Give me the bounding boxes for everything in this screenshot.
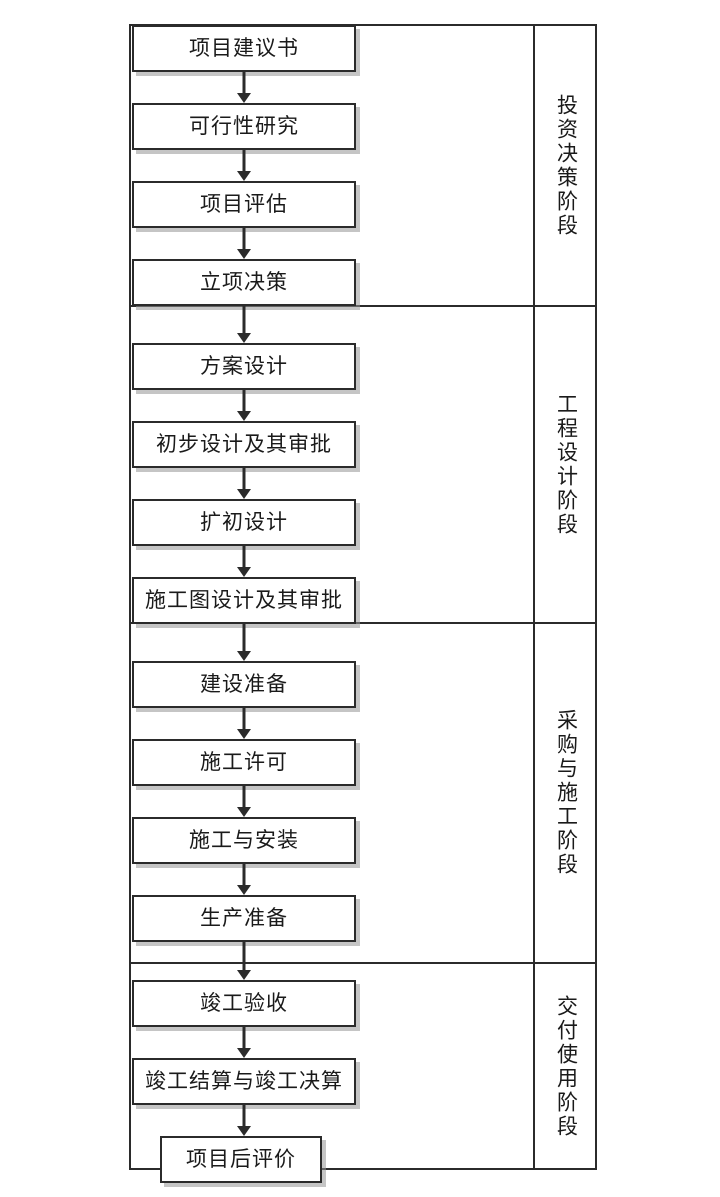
flow-node-label: 竣工结算与竣工决算 bbox=[145, 1069, 343, 1093]
flow-node-label: 建设准备 bbox=[200, 672, 288, 696]
flow-node-n10[interactable]: 施工许可 bbox=[132, 739, 356, 786]
phase-divider-3 bbox=[129, 962, 597, 964]
arrow-n11-to-n12 bbox=[237, 864, 251, 895]
flow-node-n5[interactable]: 方案设计 bbox=[132, 343, 356, 390]
flow-node-label: 方案设计 bbox=[200, 354, 288, 378]
arrow-n9-to-n10 bbox=[237, 708, 251, 739]
arrow-n5-to-n6 bbox=[237, 390, 251, 421]
flow-node-label: 初步设计及其审批 bbox=[156, 432, 332, 456]
phase-divider-1 bbox=[129, 305, 597, 307]
flow-node-n13[interactable]: 竣工验收 bbox=[132, 980, 356, 1027]
flow-node-label: 施工许可 bbox=[200, 750, 288, 774]
flow-node-n9[interactable]: 建设准备 bbox=[132, 661, 356, 708]
flow-node-label: 施工图设计及其审批 bbox=[145, 588, 343, 612]
arrow-n8-to-n9 bbox=[237, 624, 251, 661]
flow-node-n12[interactable]: 生产准备 bbox=[132, 895, 356, 942]
flow-node-n7[interactable]: 扩初设计 bbox=[132, 499, 356, 546]
arrow-n14-to-n15 bbox=[237, 1105, 251, 1136]
flow-node-n14[interactable]: 竣工结算与竣工决算 bbox=[132, 1058, 356, 1105]
arrow-n2-to-n3 bbox=[237, 150, 251, 181]
flow-node-label: 项目建议书 bbox=[189, 36, 299, 60]
flow-node-n1[interactable]: 项目建议书 bbox=[132, 25, 356, 72]
phase-divider-2 bbox=[129, 622, 597, 624]
flow-node-n6[interactable]: 初步设计及其审批 bbox=[132, 421, 356, 468]
arrow-n7-to-n8 bbox=[237, 546, 251, 577]
flow-node-n8[interactable]: 施工图设计及其审批 bbox=[132, 577, 356, 624]
flow-node-label: 项目评估 bbox=[200, 192, 288, 216]
arrow-n4-to-n5 bbox=[237, 306, 251, 343]
arrow-n3-to-n4 bbox=[237, 228, 251, 259]
flow-node-n4[interactable]: 立项决策 bbox=[132, 259, 356, 306]
flow-node-label: 施工与安装 bbox=[189, 828, 299, 852]
arrow-n12-to-n13 bbox=[237, 942, 251, 980]
flow-node-label: 项目后评价 bbox=[186, 1147, 296, 1171]
flow-node-label: 可行性研究 bbox=[189, 114, 299, 138]
flow-node-n15[interactable]: 项目后评价 bbox=[160, 1136, 322, 1183]
arrow-n13-to-n14 bbox=[237, 1027, 251, 1058]
flow-node-n3[interactable]: 项目评估 bbox=[132, 181, 356, 228]
arrow-n6-to-n7 bbox=[237, 468, 251, 499]
flow-node-label: 扩初设计 bbox=[200, 510, 288, 534]
arrow-n10-to-n11 bbox=[237, 786, 251, 817]
phase-column-divider bbox=[533, 24, 535, 1170]
flow-node-n11[interactable]: 施工与安装 bbox=[132, 817, 356, 864]
flow-node-label: 生产准备 bbox=[200, 906, 288, 930]
flow-node-label: 立项决策 bbox=[200, 270, 288, 294]
flow-node-n2[interactable]: 可行性研究 bbox=[132, 103, 356, 150]
flow-node-label: 竣工验收 bbox=[200, 991, 288, 1015]
arrow-n1-to-n2 bbox=[237, 72, 251, 103]
